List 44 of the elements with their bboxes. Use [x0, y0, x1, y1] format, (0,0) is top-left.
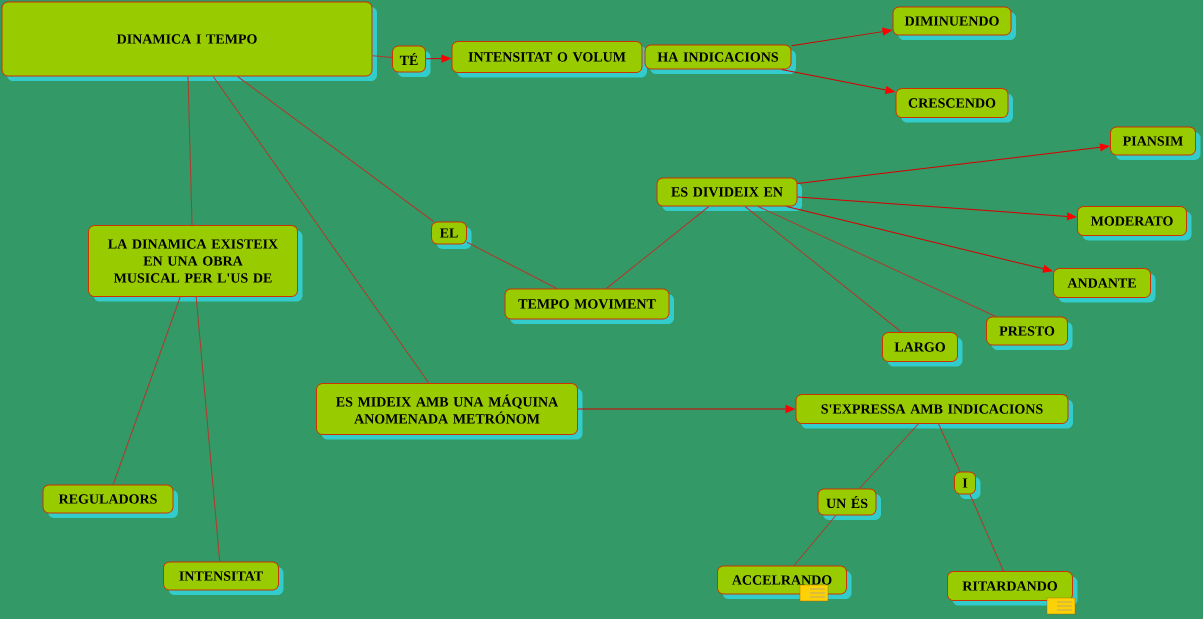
connector-line	[112, 296, 181, 485]
concept-box: S'EXPRESSA AMB INDICACIONS	[795, 394, 1073, 429]
arrow	[786, 206, 1053, 273]
concept-box: ANDANTE	[1053, 268, 1156, 303]
concept-box: RITARDANDO	[947, 571, 1078, 606]
arrow	[425, 54, 451, 63]
connector-line	[372, 55, 393, 58]
connector-line	[195, 296, 221, 562]
concept-box: INTENSITAT	[163, 561, 284, 595]
concept-box: REGULADORS	[42, 484, 178, 518]
arrow	[797, 196, 1077, 221]
connector-line	[187, 76, 193, 226]
concept-box: LARGO	[882, 332, 963, 367]
arrow	[781, 69, 895, 94]
concept-box: TÉ	[392, 45, 431, 77]
concept-box: ES DIVIDEIX EN	[656, 177, 802, 211]
arrow	[577, 405, 795, 413]
concept-box: DIMINUENDO	[892, 6, 1016, 40]
arrow	[797, 143, 1110, 185]
concept-box: PIANSIM	[1110, 126, 1201, 160]
connector-line	[237, 76, 434, 222]
concept-box: DINAMICA I TEMPO	[1, 1, 377, 81]
connector-line	[938, 423, 961, 472]
concept-box: UN ÉS	[817, 488, 881, 520]
connector-line	[605, 206, 710, 289]
connector-line	[744, 206, 902, 333]
concept-box: PRESTO	[986, 316, 1073, 350]
concept-box: I	[954, 471, 981, 499]
concept-box: LA DINAMICA EXISTEIX EN UNA OBRA MUSICAL PER L'US DE	[88, 225, 303, 302]
concept-box: CRESCENDO	[895, 88, 1013, 123]
concept-box: HA INDICACIONS	[644, 44, 796, 74]
arrow	[791, 27, 892, 47]
connector-line	[793, 515, 837, 566]
concept-box: TEMPO MOVIMENT	[504, 288, 674, 324]
connector-line	[466, 241, 558, 289]
concept-box: INTENSITAT O VOLUM	[451, 41, 647, 78]
connector-line	[969, 494, 1004, 572]
connector-line	[858, 423, 919, 489]
connector-line	[757, 206, 997, 317]
connector-line	[212, 76, 430, 384]
concept-box: ACCELRANDO	[717, 565, 852, 599]
concept-box: EL	[431, 221, 472, 249]
concept-box: MODERATO	[1077, 206, 1192, 241]
concept-box: ES MIDEIX AMB UNA MÁQUINA ANOMENADA METRÓNOM	[316, 383, 583, 440]
